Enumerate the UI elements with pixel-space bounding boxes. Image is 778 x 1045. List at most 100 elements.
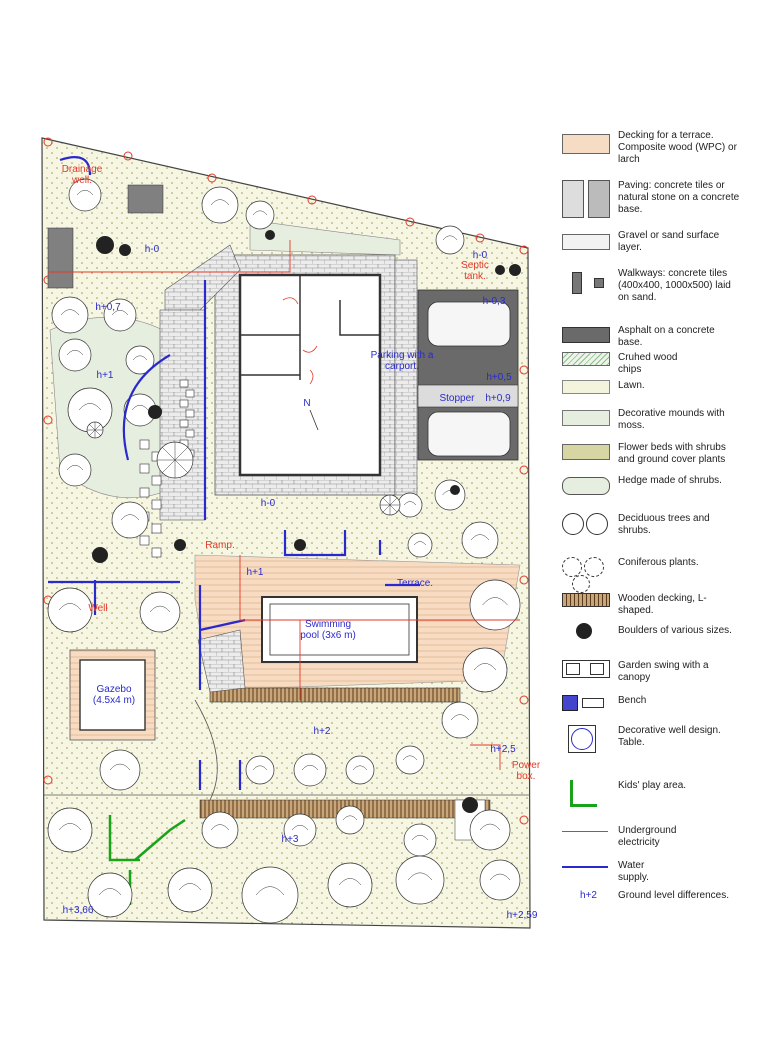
walkway-tile bbox=[179, 419, 189, 428]
legend-text: Boulders of various sizes. bbox=[618, 625, 732, 636]
level-label: h+0,9 bbox=[485, 393, 511, 404]
legend-swatch-decking bbox=[562, 130, 610, 160]
deciduous-tree-icon bbox=[469, 809, 511, 851]
legend-text: Decorative well design. Table. bbox=[618, 725, 721, 748]
level-label: h+0,7 bbox=[95, 302, 121, 313]
boulder-icon bbox=[119, 244, 131, 256]
legend-text: Ground level differences. bbox=[618, 890, 729, 901]
walkway-tile bbox=[151, 547, 162, 558]
deciduous-tree-icon bbox=[435, 225, 465, 255]
level-label: h+3 bbox=[282, 834, 299, 845]
deciduous-tree-icon bbox=[111, 501, 149, 539]
deciduous-tree-icon bbox=[167, 867, 213, 913]
legend-text: Kids' play area. bbox=[618, 780, 687, 791]
legend-swatch-swing bbox=[562, 660, 610, 690]
boulder-icon bbox=[92, 547, 108, 563]
level-label: h+2,59 bbox=[507, 910, 538, 921]
deciduous-tree-icon bbox=[47, 587, 93, 633]
deciduous-tree-icon bbox=[462, 647, 508, 693]
legend-swatch-bench bbox=[562, 695, 610, 725]
legend-text: Asphalt on a concrete base. bbox=[618, 325, 715, 348]
deciduous-tree-icon bbox=[87, 872, 133, 918]
boulder-icon bbox=[495, 265, 505, 275]
deciduous-tree-icon bbox=[479, 859, 521, 901]
deciduous-tree-icon bbox=[125, 345, 155, 375]
walkway-tile bbox=[185, 389, 195, 398]
north-arrow-label: N bbox=[303, 398, 310, 409]
legend-text: Flower beds with shrubs and ground cover… bbox=[618, 442, 726, 465]
level-label: h+3,66 bbox=[63, 905, 94, 916]
deciduous-tree-icon bbox=[345, 755, 375, 785]
legend-swatch-lawn bbox=[562, 380, 610, 410]
level-label: h+2,5 bbox=[490, 744, 516, 755]
paving-west bbox=[159, 309, 206, 521]
walkway-tile bbox=[139, 487, 150, 498]
car-2 bbox=[427, 411, 511, 457]
legend-swatch-flowerbeds bbox=[562, 442, 610, 472]
legend-swatch-walkways bbox=[562, 268, 610, 298]
deciduous-tree-icon bbox=[68, 178, 102, 212]
level-label: h+1 bbox=[247, 567, 264, 578]
legend-swatch-chips bbox=[562, 352, 610, 382]
legend-text: Cruhed wood chips bbox=[618, 352, 678, 375]
walkway-tile bbox=[139, 439, 150, 450]
deciduous-tree-icon bbox=[245, 200, 275, 230]
level-label: h-0,3 bbox=[483, 296, 506, 307]
level-label: h+2 bbox=[314, 726, 331, 737]
underground-electricity-lines bbox=[48, 240, 520, 770]
boulder-icon bbox=[462, 797, 478, 813]
legend-text: Lawn. bbox=[618, 380, 645, 391]
walkway-tile bbox=[179, 399, 189, 408]
deciduous-tree-icon bbox=[407, 532, 433, 558]
walkway-tile bbox=[185, 409, 195, 418]
deciduous-tree-icon bbox=[241, 866, 299, 924]
legend-swatch-paving bbox=[562, 180, 610, 218]
legend: Decking for a terrace. Composite wood (W… bbox=[556, 130, 771, 920]
paving-northwest bbox=[164, 244, 241, 311]
legend-text: Paving: concrete tiles or natural stone … bbox=[618, 180, 740, 215]
legend-text: Walkways: concrete tiles (400x400, 1000x… bbox=[618, 268, 731, 303]
legend-swatch-levels: h+2 bbox=[580, 890, 597, 901]
legend-text: Deciduous trees and shrubs. bbox=[618, 513, 710, 536]
deciduous-tree-icon bbox=[434, 479, 466, 511]
deciduous-tree-icon bbox=[395, 745, 425, 775]
legend-text: Bench bbox=[618, 695, 647, 706]
wooden-decking-south bbox=[209, 687, 461, 703]
deciduous-tree-icon bbox=[139, 591, 181, 633]
legend-text: Wooden decking, L- shaped. bbox=[618, 593, 707, 616]
legend-swatch-wooden bbox=[562, 593, 610, 623]
legend-text: Hedge made of shrubs. bbox=[618, 475, 722, 486]
boulder-icon bbox=[509, 264, 521, 276]
legend-text: Coniferous plants. bbox=[618, 557, 699, 568]
deciduous-tree-icon bbox=[245, 755, 275, 785]
legend-swatch-mounds bbox=[562, 408, 610, 438]
legend-text: Decorative mounds with moss. bbox=[618, 408, 725, 431]
level-label: h+1 bbox=[97, 370, 114, 381]
deciduous-tree-icon bbox=[201, 186, 239, 224]
gazebo-label: Gazebo(4.5x4 m) bbox=[93, 684, 135, 706]
swimming-pool bbox=[261, 596, 418, 663]
deciduous-tree-icon bbox=[395, 855, 445, 905]
car-1 bbox=[427, 301, 511, 347]
level-label: h-0 bbox=[145, 244, 160, 255]
walkway-tile bbox=[139, 535, 150, 546]
house-interior-walls bbox=[240, 275, 380, 380]
legend-swatch-boulders bbox=[562, 623, 610, 655]
gazebo bbox=[79, 659, 146, 731]
deciduous-tree-icon bbox=[327, 862, 373, 908]
legend-swatch-kids bbox=[562, 780, 610, 810]
legend-swatch-coniferous bbox=[562, 557, 610, 593]
legend-text: Underground electricity bbox=[618, 825, 677, 848]
legend-swatch-deciduous bbox=[562, 513, 610, 543]
deciduous-tree-icon bbox=[58, 453, 92, 487]
deciduous-tree-icon bbox=[99, 749, 141, 791]
legend-swatch-hedge bbox=[562, 475, 610, 505]
carport-stopper-strip bbox=[417, 384, 519, 408]
deciduous-tree-icon bbox=[469, 579, 521, 631]
boulder-icon bbox=[174, 539, 186, 551]
walkway-tile bbox=[151, 499, 162, 510]
